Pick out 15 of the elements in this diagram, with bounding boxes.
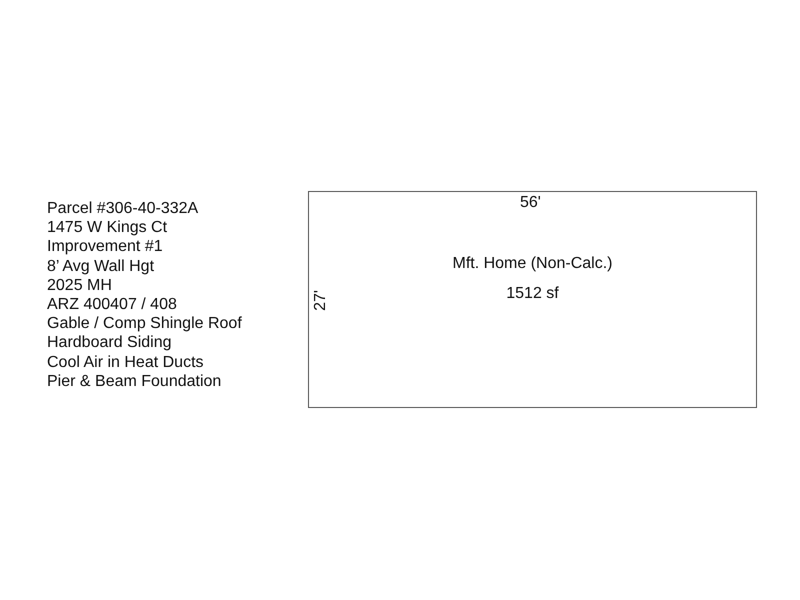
room-label: Mft. Home (Non-Calc.) — [452, 255, 613, 273]
property-note: Parcel #306-40-332A — [47, 199, 198, 218]
property-note: Pier & Beam Foundation — [47, 372, 222, 391]
property-note: Hardboard Siding — [47, 333, 172, 352]
property-note: Gable / Comp Shingle Roof — [47, 314, 242, 334]
property-note: 1475 W Kings Ct — [47, 218, 168, 238]
property-note: 2025 MH — [47, 276, 112, 295]
area-label: 1512 sf — [506, 285, 559, 303]
property-note: ARZ 400407 / 408 — [47, 295, 177, 314]
floor-plan-outline — [308, 191, 757, 408]
dimension-label: 56' — [520, 194, 541, 212]
property-note: Improvement #1 — [47, 237, 163, 256]
dimension-label: 27' — [312, 290, 330, 311]
property-note: Cool Air in Heat Ducts — [47, 352, 204, 372]
property-note: 8’ Avg Wall Hgt — [47, 256, 154, 276]
